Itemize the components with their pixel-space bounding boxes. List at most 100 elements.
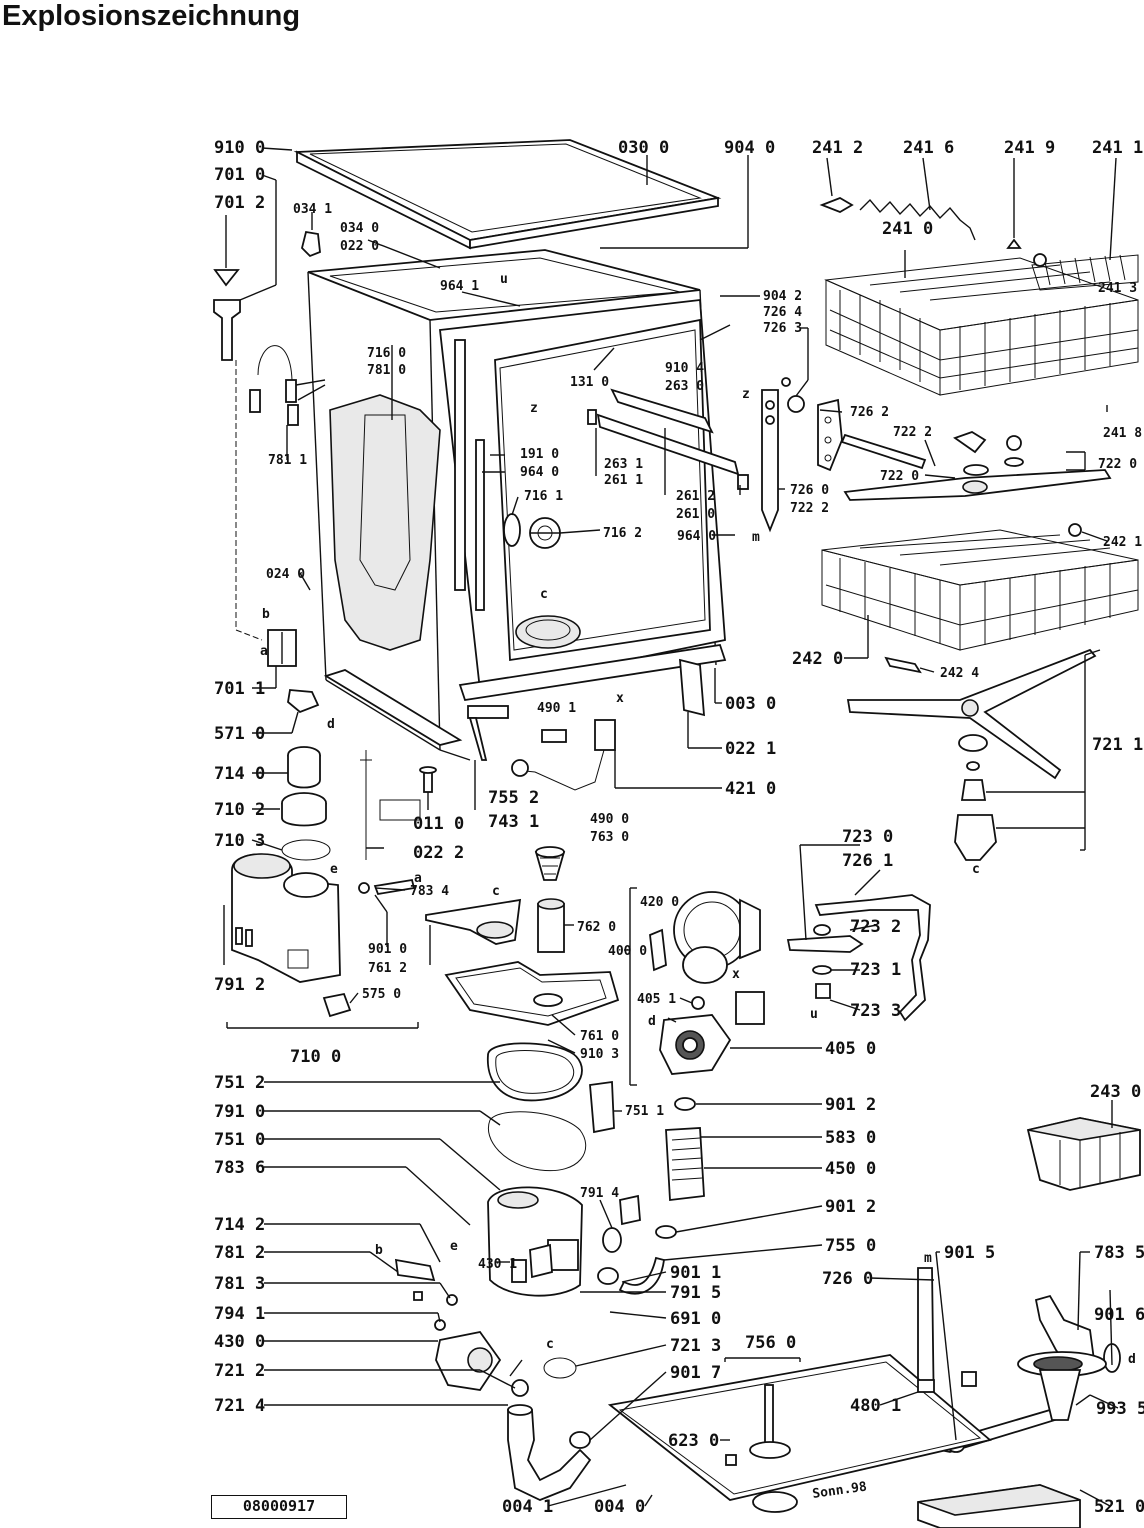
drain-fittings-part	[507, 1357, 592, 1501]
upper-arm-feed-part	[786, 894, 931, 1022]
part-label: 783 5	[1094, 1243, 1144, 1263]
part-label: 791 0	[214, 1102, 265, 1122]
lower-spray-arm-part	[846, 648, 1097, 861]
mid-base-parts	[360, 658, 705, 860]
part-label: 710 0	[290, 1047, 341, 1067]
part-label: 783 6	[214, 1158, 265, 1178]
part-label: 241 3	[1098, 281, 1137, 296]
part-label: 910 3	[580, 1047, 619, 1062]
part-label: 761 2	[368, 961, 407, 976]
part-label: 901 1	[670, 1263, 721, 1283]
part-label: 722 2	[893, 425, 932, 440]
part-label: 714 0	[214, 764, 265, 784]
part-label: 726 3	[763, 321, 802, 336]
part-label: 723 0	[842, 827, 893, 847]
part-label: 721 4	[214, 1396, 265, 1416]
tub-fittings-part	[503, 513, 561, 549]
sump-cover-part	[358, 878, 620, 1026]
part-label: 910 0	[214, 138, 265, 158]
part-label: 241 6	[903, 138, 954, 158]
part-label: 751 0	[214, 1130, 265, 1150]
part-label: 781 1	[268, 453, 307, 468]
part-label: 723 1	[850, 960, 901, 980]
part-label: 430 1	[478, 1257, 517, 1272]
part-label: 691 0	[670, 1309, 721, 1329]
part-label: 901 5	[944, 1243, 995, 1263]
part-label: 623 0	[668, 1431, 719, 1451]
part-label: 726 1	[842, 851, 893, 871]
part-label: 901 2	[825, 1095, 876, 1115]
part-label: 993 5	[1096, 1399, 1144, 1419]
part-label: 716 0	[367, 346, 406, 361]
ref-letter: m	[752, 530, 760, 545]
part-label: 751 2	[214, 1073, 265, 1093]
part-label: 901 0	[368, 942, 407, 957]
part-label: 521 0	[1094, 1497, 1144, 1517]
part-label: 241 0	[882, 219, 933, 239]
part-label: 701 2	[214, 193, 265, 213]
part-label: 450 0	[825, 1159, 876, 1179]
part-label: 243 0	[1090, 1082, 1141, 1102]
part-label: 901 6	[1094, 1305, 1144, 1325]
part-label: 794 1	[214, 1304, 265, 1324]
part-label: 242 0	[792, 649, 843, 669]
part-label: 024 0	[266, 567, 305, 582]
part-label: 571 0	[214, 724, 265, 744]
part-label: 022 1	[725, 739, 776, 759]
part-label: 405 1	[637, 992, 676, 1007]
part-label: 781 2	[214, 1243, 265, 1263]
part-label: 034 1	[293, 202, 332, 217]
part-label: 261 0	[676, 507, 715, 522]
part-label: 722 2	[790, 501, 829, 516]
part-label: 726 0	[790, 483, 829, 498]
part-label: 964 1	[440, 279, 479, 294]
part-label: 901 7	[670, 1363, 721, 1383]
part-label: 241 1	[1092, 138, 1143, 158]
ref-letter: c	[546, 1337, 554, 1352]
part-label: 263 1	[604, 457, 643, 472]
upper-spray-arm-part	[840, 431, 1112, 501]
part-label: 701 0	[214, 165, 265, 185]
part-label: 743 1	[488, 812, 539, 832]
part-label: 131 0	[570, 375, 609, 390]
ref-letter: c	[492, 884, 500, 899]
cabinet-frame-part	[307, 249, 717, 761]
ref-letter: c	[972, 862, 980, 877]
ref-letter: z	[530, 401, 538, 416]
worktop-part	[293, 139, 722, 250]
part-label: 242 1	[1103, 535, 1142, 550]
basket-rails-part	[587, 388, 749, 490]
part-label: 904 0	[724, 138, 775, 158]
part-label: 714 2	[214, 1215, 265, 1235]
part-label: 756 0	[745, 1333, 796, 1353]
part-label: 716 2	[603, 526, 642, 541]
part-label: 241 2	[812, 138, 863, 158]
part-label: 003 0	[725, 694, 776, 714]
part-label: 723 2	[850, 917, 901, 937]
ref-letter: x	[732, 967, 740, 982]
part-label: 781 3	[214, 1274, 265, 1294]
hose-part	[597, 1256, 665, 1295]
part-label: 722 0	[880, 469, 919, 484]
part-label: 904 2	[763, 289, 802, 304]
circulation-pump-part	[649, 891, 765, 1075]
drain-pump-part	[394, 1243, 553, 1391]
ref-letter: m	[924, 1251, 932, 1266]
part-label: 726 4	[763, 305, 802, 320]
ref-letter: a	[414, 871, 422, 886]
part-label: 755 2	[488, 788, 539, 808]
part-label: 261 1	[604, 473, 643, 488]
electrical-parts	[511, 719, 616, 791]
part-label: 022 2	[413, 843, 464, 863]
part-label: 722 0	[1098, 457, 1137, 472]
part-label: 490 0	[590, 812, 629, 827]
leader-lines	[223, 147, 1119, 1507]
part-label: 791 5	[670, 1283, 721, 1303]
upper-basket-part	[819, 197, 1139, 396]
part-label: 910 4	[665, 361, 704, 376]
ref-letter: u	[500, 272, 508, 287]
tub-part	[439, 298, 727, 702]
part-label: 726 0	[822, 1269, 873, 1289]
base-plate-part	[607, 1354, 992, 1513]
ref-letter: u	[810, 1007, 818, 1022]
